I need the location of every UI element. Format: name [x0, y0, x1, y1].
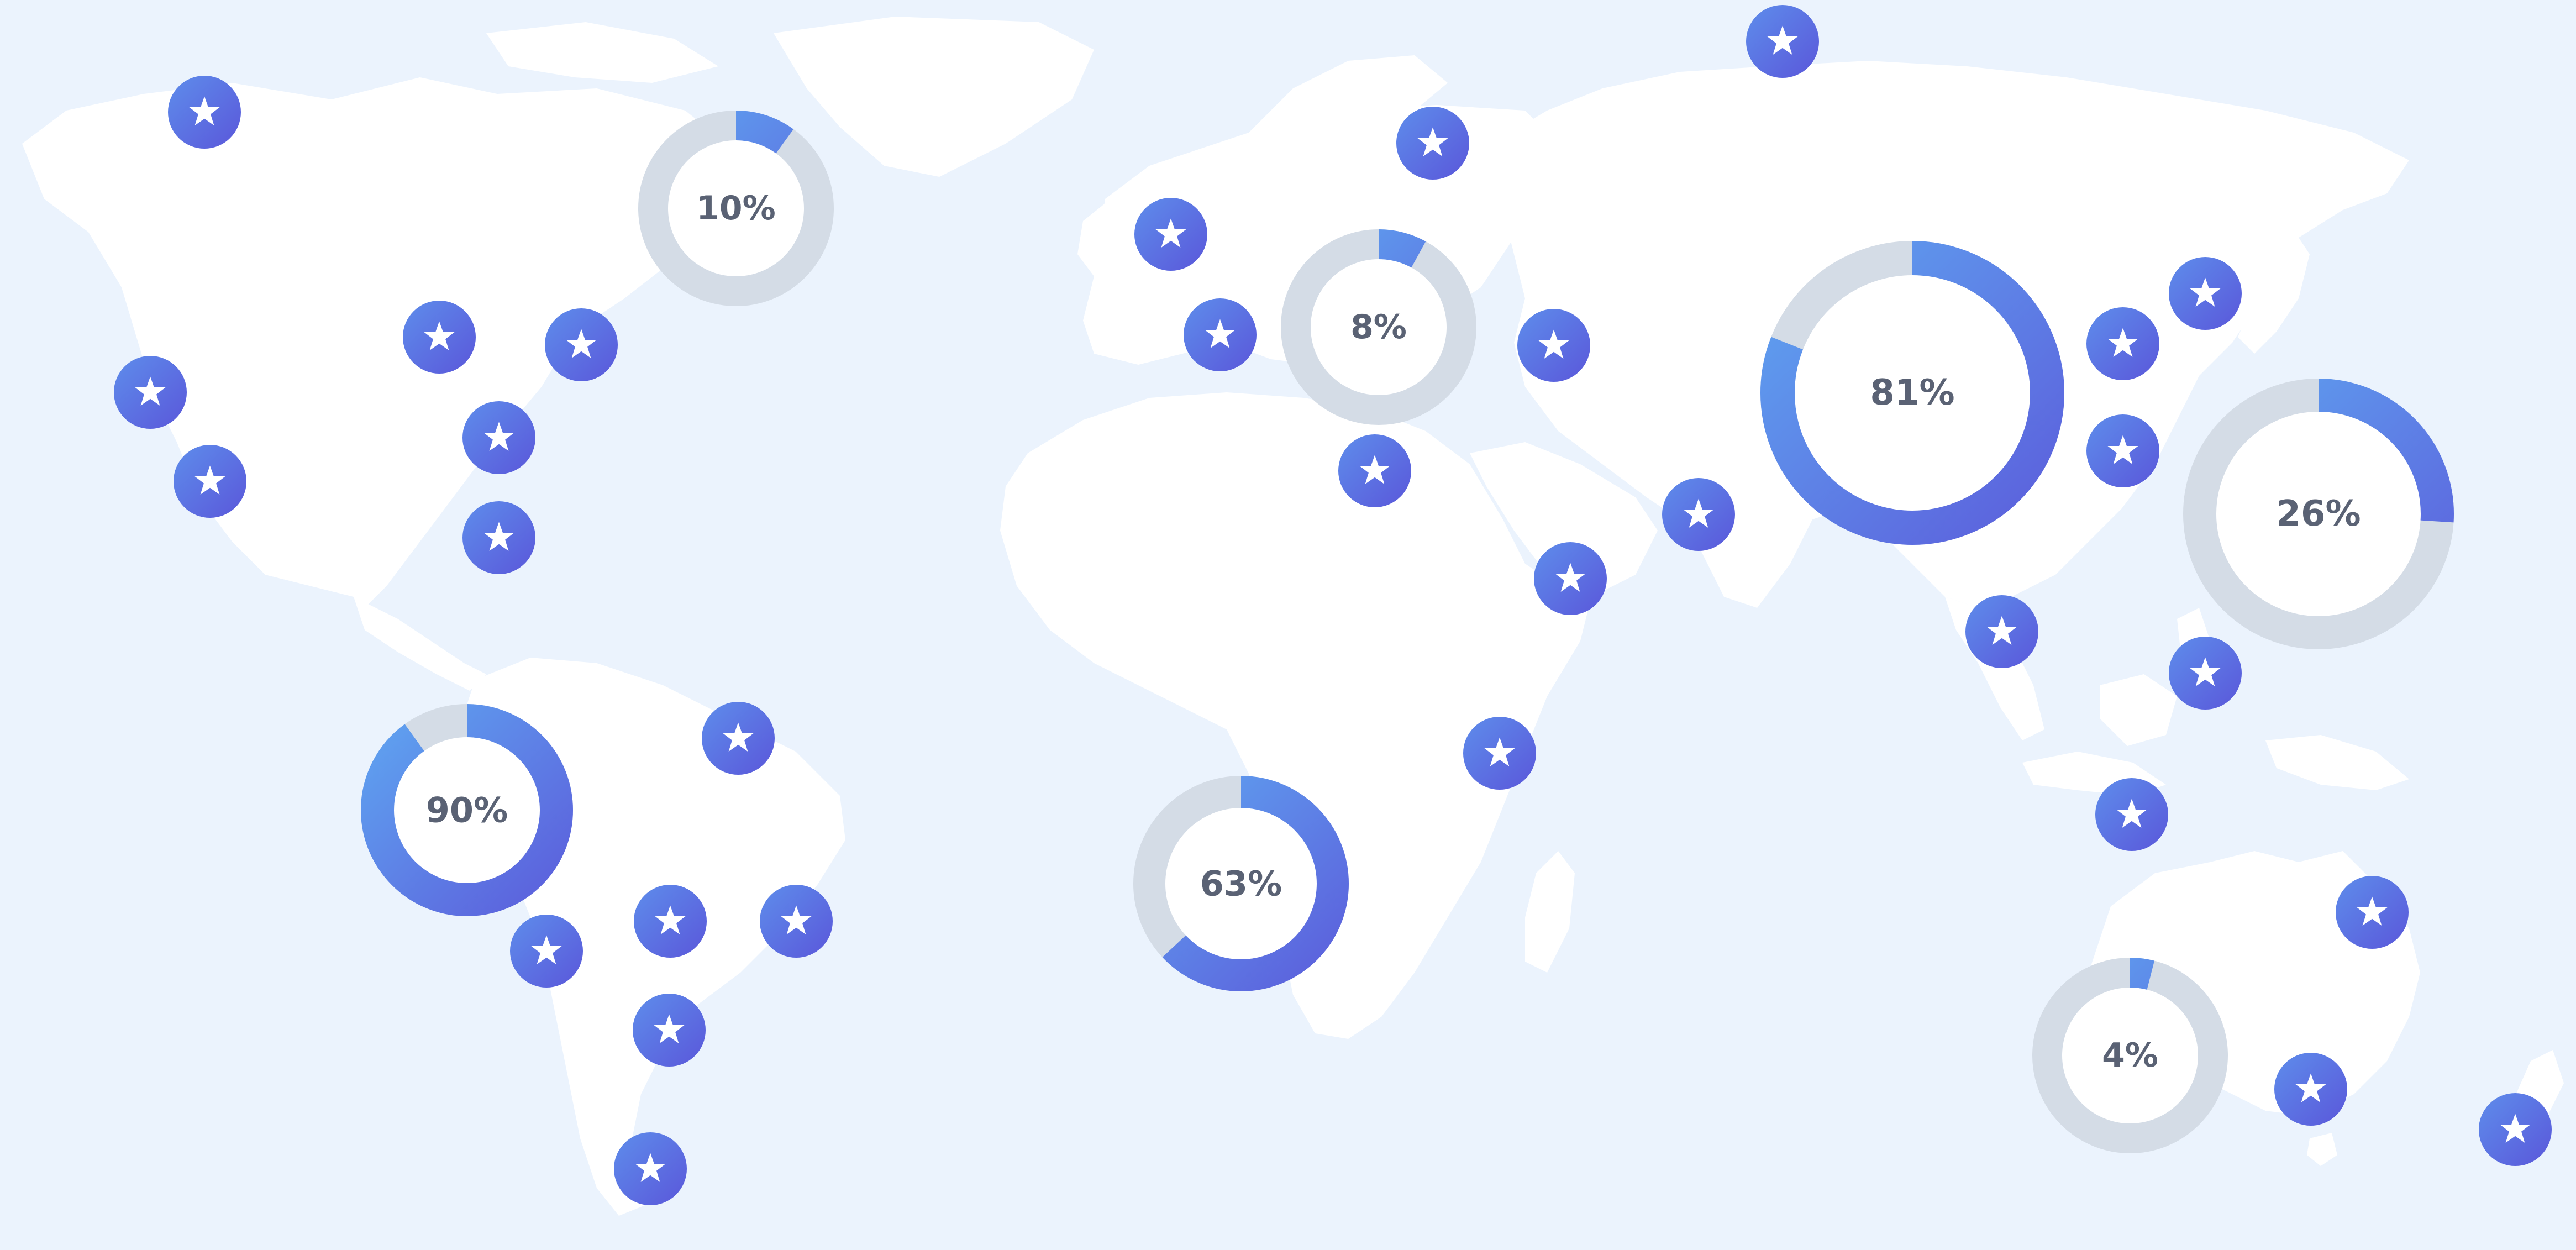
location-pin[interactable] [2274, 1053, 2347, 1126]
location-pin[interactable] [168, 76, 241, 149]
donut-europe: 8% [1281, 229, 1476, 425]
donut-africa: 63% [1133, 776, 1349, 991]
donut-progress-arc [1760, 241, 2064, 545]
borneo-land [2100, 674, 2177, 746]
tasmania-land [2307, 1133, 2337, 1166]
scandinavia-land [1249, 55, 1448, 177]
location-pin[interactable] [403, 301, 476, 374]
location-pin[interactable] [2095, 778, 2168, 851]
africa-land [1000, 392, 1591, 1039]
donut-progress-arc [1281, 229, 1476, 425]
location-pin[interactable] [1184, 298, 1257, 371]
donut-south-america: 90% [361, 704, 573, 916]
donut-north-america: 10% [638, 111, 834, 306]
location-pin[interactable] [2336, 876, 2409, 949]
location-pin[interactable] [2169, 257, 2242, 330]
british-isles-land [1077, 199, 1127, 276]
location-pin[interactable] [1746, 5, 1819, 78]
location-pin[interactable] [510, 915, 583, 988]
location-pin[interactable] [174, 445, 246, 518]
location-pin[interactable] [2169, 637, 2242, 710]
donut-percent-label: 90% [426, 790, 508, 831]
arctic-islands-land [486, 22, 718, 83]
japan-land [2238, 221, 2310, 354]
location-pin[interactable] [1338, 434, 1411, 507]
location-pin[interactable] [114, 356, 187, 429]
madagascar-land [1525, 851, 1575, 973]
central-america-land [354, 597, 486, 691]
location-pin[interactable] [633, 994, 706, 1067]
donut-central-asia: 81% [1760, 241, 2064, 545]
new-guinea-land [2265, 735, 2409, 790]
location-pin[interactable] [614, 1132, 687, 1205]
location-pin[interactable] [2086, 307, 2159, 380]
location-pin[interactable] [2479, 1093, 2552, 1166]
location-pin[interactable] [1517, 309, 1590, 382]
location-pin[interactable] [1396, 107, 1469, 180]
donut-percent-label: 8% [1350, 308, 1407, 346]
location-pin[interactable] [462, 401, 535, 474]
location-pin[interactable] [1534, 542, 1607, 615]
donut-percent-label: 4% [2102, 1036, 2158, 1075]
greenland-land [774, 17, 1094, 177]
donut-progress-arc [361, 704, 573, 916]
location-pins [114, 5, 2552, 1205]
arabian-peninsula-land [1470, 442, 1658, 597]
location-pin[interactable] [634, 885, 707, 958]
location-pin[interactable] [462, 501, 535, 574]
location-pin[interactable] [2086, 414, 2159, 487]
region-donut-charts: 10% 90% 8% 63% 81% 26% 4% [361, 111, 2454, 1153]
donut-progress-arc [2032, 958, 2228, 1153]
location-pin[interactable] [1662, 478, 1735, 551]
location-pin[interactable] [1134, 198, 1207, 271]
donut-percent-label: 81% [1870, 372, 1954, 413]
location-pin[interactable] [1463, 717, 1536, 790]
donut-progress-arc [638, 111, 834, 306]
donut-percent-label: 63% [1200, 864, 1282, 904]
location-pin[interactable] [702, 702, 775, 775]
location-pin[interactable] [1965, 595, 2038, 668]
location-pin[interactable] [760, 885, 833, 958]
donut-percent-label: 10% [696, 189, 776, 228]
location-pin[interactable] [545, 308, 618, 381]
donut-progress-arc [1133, 776, 1349, 991]
donut-east-asia: 26% [2183, 379, 2454, 649]
donut-percent-label: 26% [2276, 493, 2361, 534]
donut-australia: 4% [2032, 958, 2228, 1153]
donut-progress-arc [2183, 379, 2454, 649]
